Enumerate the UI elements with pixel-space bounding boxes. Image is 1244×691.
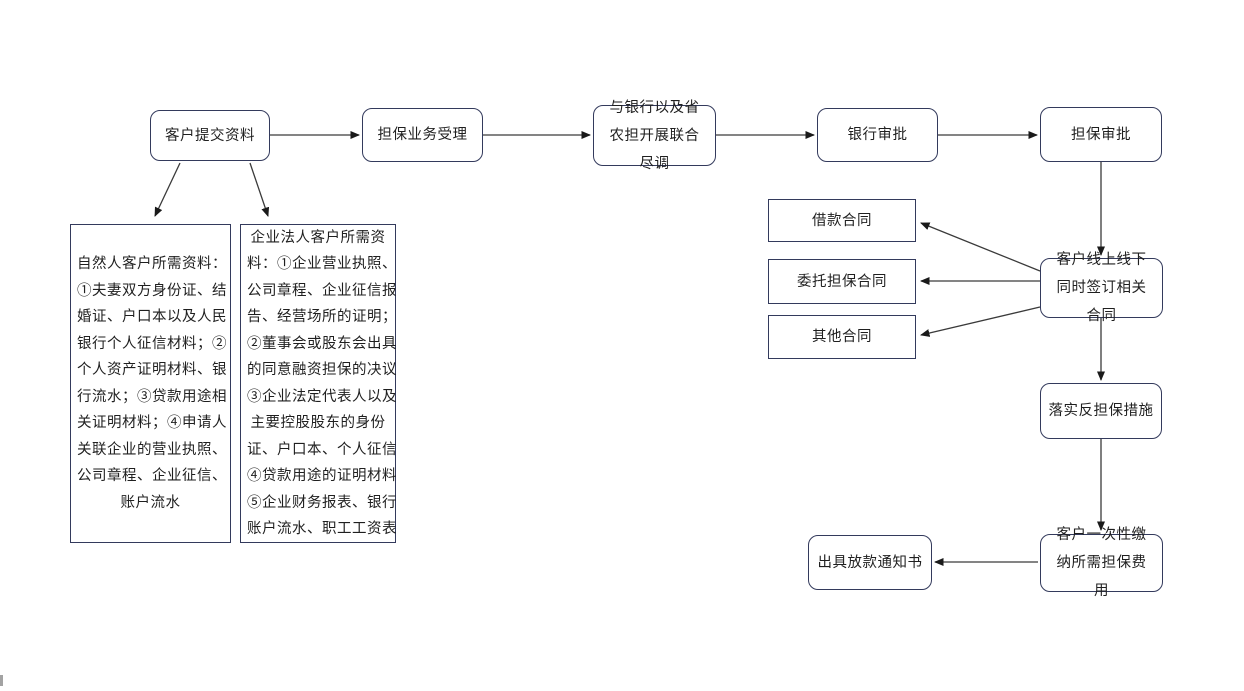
doc-line: 关联企业的营业执照、 [77, 441, 227, 458]
node-counter-guarantee-label: 落实反担保措施 [1048, 403, 1154, 419]
doc-line: ③企业法定代表人以及 [247, 388, 397, 405]
node-loan-notice: 出具放款通知书 [808, 535, 932, 590]
doc-line: 自然人客户所需资料： [77, 256, 227, 272]
node-counter-guarantee: 落实反担保措施 [1040, 383, 1162, 439]
doc-line: 账户流水 [120, 494, 181, 511]
doc-line: ④贷款用途的证明材料 [247, 468, 397, 484]
node-other-contract-label: 其他合同 [812, 329, 872, 345]
arrow-submit-to-corporate-docs [249, 162, 270, 217]
doc-line: 公司章程、企业征信报 [247, 282, 397, 299]
node-loan-notice-label: 出具放款通知书 [817, 554, 923, 571]
node-other-contract: 其他合同 [768, 315, 916, 359]
node-joint-due-diligence: 与银行以及省农担开展联合尽调 [593, 100, 716, 172]
node-entrust-guarantee-contract: 委托担保合同 [768, 259, 916, 304]
doc-line: 的同意融资担保的决议 [247, 362, 397, 378]
corner-tick-mark [0, 675, 3, 686]
doc-line: 婚证、户口本以及人民 [77, 309, 227, 325]
node-customer-submit-label: 客户提交资料 [165, 127, 255, 144]
node-pay-guarantee-fee-label: 客户一次性缴纳所需担保费用 [1056, 527, 1147, 599]
doc-line: ⑤企业财务报表、银行 [247, 494, 397, 511]
doc-line: 关证明材料；④申请人 [77, 415, 227, 431]
arrow-sign-to-other-contract [920, 306, 1041, 337]
doc-line: 账户流水、职工工资表 [247, 521, 397, 537]
node-bank-approval-label: 银行审批 [847, 127, 908, 143]
node-loan-contract-label: 借款合同 [812, 212, 872, 229]
node-sign-contracts: 客户线上线下同时签订相关合同 [1040, 252, 1163, 324]
doc-line: 证、户口本、个人征信 [247, 441, 397, 458]
node-loan-contract: 借款合同 [768, 199, 916, 242]
doc-line: 企业法人客户所需资 [250, 229, 386, 246]
doc-line: ②董事会或股东会出具 [247, 335, 397, 352]
doc-line: 银行个人征信材料；② [77, 335, 227, 352]
node-guarantee-approval: 担保审批 [1040, 107, 1162, 162]
node-joint-due-diligence-label: 与银行以及省农担开展联合尽调 [609, 99, 700, 172]
doc-line: 告、经营场所的证明； [247, 309, 397, 325]
doc-line: 公司章程、企业征信、 [77, 468, 227, 484]
doc-line: ①夫妻双方身份证、结 [77, 282, 227, 299]
doc-line: 料：①企业营业执照、 [247, 256, 397, 272]
doc-line: 行流水；③贷款用途相 [77, 388, 227, 405]
node-business-accept-label: 担保业务受理 [377, 127, 468, 143]
node-bank-approval: 银行审批 [817, 108, 938, 162]
arrow-sign-to-loan-contract [920, 222, 1041, 272]
node-entrust-guarantee-contract-label: 委托担保合同 [797, 273, 887, 290]
node-customer-submit: 客户提交资料 [150, 110, 270, 161]
node-natural-person-docs: 自然人客户所需资料： ①夫妻双方身份证、结婚证、户口本以及人民银行个人征信材料；②… [70, 224, 231, 543]
node-business-accept: 担保业务受理 [362, 108, 483, 162]
node-guarantee-approval-label: 担保审批 [1071, 126, 1131, 143]
arrow-submit-to-natural-docs [154, 162, 181, 217]
node-sign-contracts-label: 客户线上线下同时签订相关合同 [1056, 252, 1147, 324]
node-corporate-docs: 企业法人客户所需资料：①企业营业执照、公司章程、企业征信报告、经营场所的证明； ②… [240, 224, 397, 543]
node-pay-guarantee-fee: 客户一次性缴纳所需担保费用 [1040, 527, 1163, 599]
doc-line: 主要控股股东的身份 [250, 415, 386, 431]
doc-line: 个人资产证明材料、银 [77, 362, 227, 378]
